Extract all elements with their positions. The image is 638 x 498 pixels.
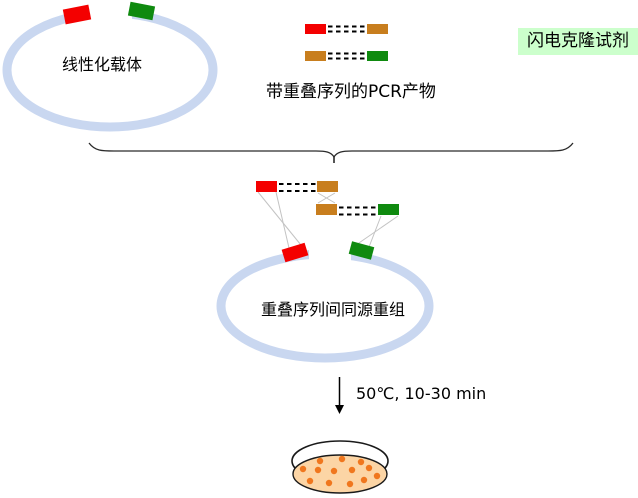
crossover-line	[257, 191, 306, 251]
colony-dot	[357, 458, 365, 466]
colonies	[299, 455, 381, 488]
reagent-box: 闪电克隆试剂	[518, 28, 638, 55]
gather-brace	[88, 142, 574, 163]
pcr2-green-fragment	[367, 51, 388, 61]
petri-dish	[291, 440, 389, 494]
colony-dot	[325, 479, 333, 487]
colony-dot	[348, 466, 356, 474]
plasmid-end-green	[348, 241, 375, 260]
recombination-label: 重叠序列间同源重组	[261, 300, 406, 319]
anneal2-orange-fragment	[316, 204, 337, 215]
crossover-line	[355, 215, 399, 246]
reaction-arrow	[335, 377, 344, 414]
pcr2-orange-fragment	[305, 51, 326, 61]
dish-agar	[292, 454, 388, 494]
vector-end-red	[62, 4, 92, 25]
crossover-line	[275, 191, 290, 249]
colony-dot	[314, 466, 322, 474]
anneal1-orange-fragment	[317, 181, 338, 192]
colony-dot	[316, 457, 324, 465]
linearized-vector-shape	[2, 0, 218, 132]
colony-dot	[338, 455, 346, 463]
colony-dot	[365, 464, 373, 472]
anneal2-green-fragment	[378, 204, 399, 215]
anneal1-red-fragment	[256, 181, 277, 192]
colony-dot	[346, 480, 354, 488]
arrow-head	[335, 405, 344, 414]
colony-dot	[306, 477, 314, 485]
plasmid-gap-mask	[309, 243, 351, 262]
pcr1-orange-fragment	[367, 24, 388, 34]
colony-dot	[299, 465, 307, 473]
vector-end-green	[127, 1, 156, 21]
reaction-condition-label: 50℃, 10-30 min	[356, 384, 487, 403]
plasmid-end-red	[281, 242, 309, 263]
linearized-vector-label: 线性化载体	[62, 55, 143, 74]
crossover-line	[317, 192, 336, 204]
pcr-products-label: 带重叠序列的PCR产物	[266, 82, 436, 102]
colony-dot	[360, 476, 368, 484]
brace-curve	[88, 142, 574, 159]
pcr-products-shape	[305, 24, 388, 61]
pcr1-red-fragment	[305, 24, 326, 34]
colony-dot	[330, 467, 338, 475]
colony-dot	[373, 472, 381, 480]
recombined-plasmid-shape	[216, 181, 434, 363]
crossover-lines	[257, 191, 399, 251]
vector-gap-mask	[86, 0, 132, 23]
